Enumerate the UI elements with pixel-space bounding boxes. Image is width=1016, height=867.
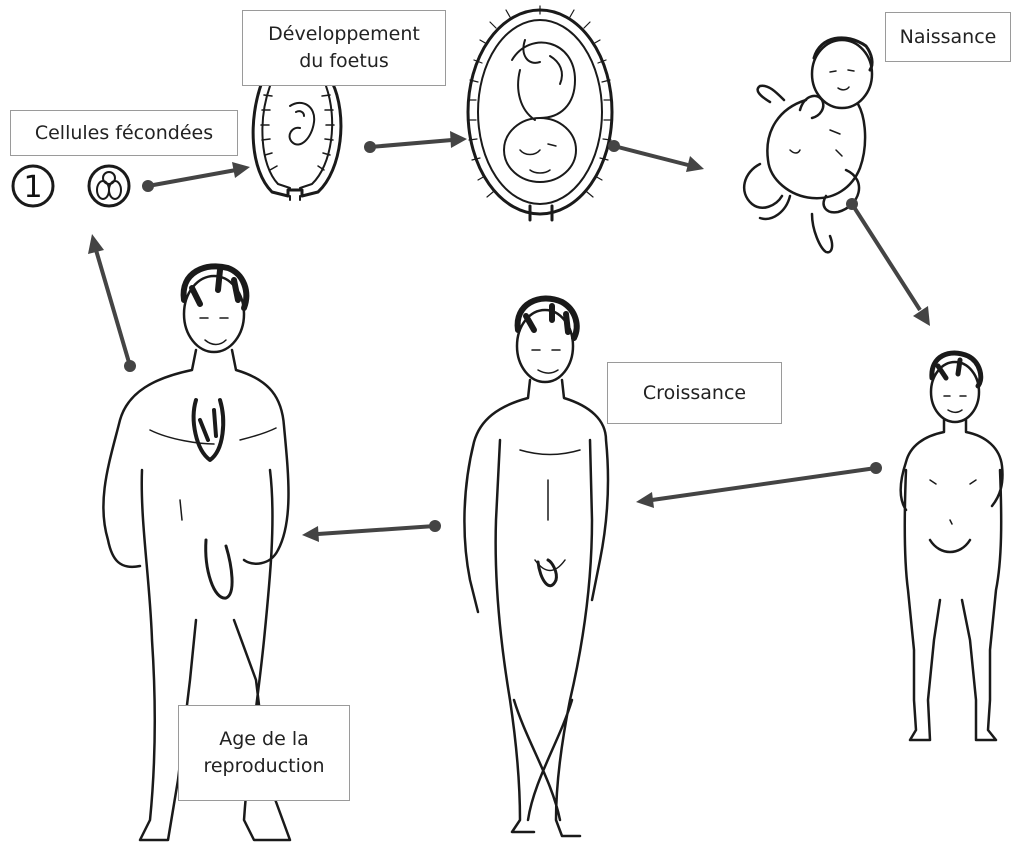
arrow-late-fetus-to-birth: [608, 140, 704, 172]
arrow-birth-to-child: [846, 198, 930, 326]
late-fetus-uterus: [468, 6, 612, 220]
arrow-teen-to-adult: [302, 520, 441, 542]
teen-figure: [464, 298, 608, 836]
label-fertilized-cells: Cellules fécondées: [10, 110, 238, 156]
label-reproduction-age-line2: reproduction: [203, 753, 324, 780]
arrow-child-to-teen: [636, 462, 882, 508]
newborn-baby: [744, 38, 872, 252]
label-fetus-development-line2: du foetus: [299, 48, 389, 75]
label-reproduction-age-line1: Age de la: [219, 726, 309, 753]
svg-text:1: 1: [23, 170, 42, 205]
label-reproduction-age: Age de la reproduction: [178, 705, 350, 801]
early-fetus-uterus: [253, 82, 341, 200]
label-growth: Croissance: [607, 362, 782, 424]
label-birth: Naissance: [885, 12, 1011, 62]
label-fertilized-cells-text: Cellules fécondées: [35, 120, 213, 147]
label-fetus-development-line1: Développement: [268, 21, 420, 48]
label-growth-text: Croissance: [643, 380, 746, 407]
label-fetus-development: Développement du foetus: [242, 10, 446, 86]
label-birth-text: Naissance: [900, 24, 997, 51]
single-cell-icon: 1: [13, 166, 53, 206]
child-figure: [901, 353, 1003, 740]
arrow-adult-to-cells: [88, 234, 136, 372]
dividing-cell-icon: [89, 166, 129, 206]
arrow-fetus-to-late-fetus: [364, 131, 467, 153]
arrow-cells-to-fetus: [142, 162, 250, 192]
